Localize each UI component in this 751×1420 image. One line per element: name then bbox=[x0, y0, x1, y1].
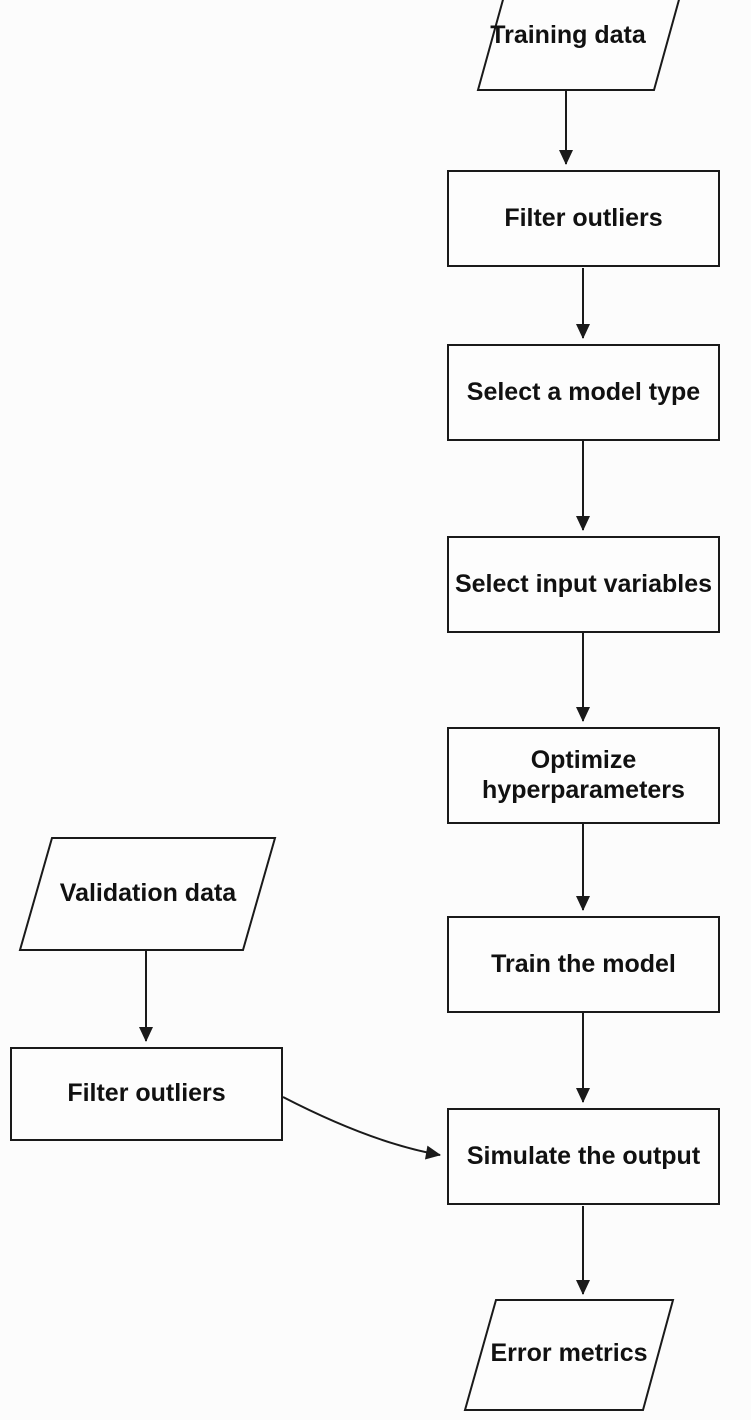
node-filter-outliers-validation: Filter outliers bbox=[10, 1047, 283, 1141]
error-metrics-parallelogram bbox=[463, 1299, 675, 1411]
node-simulate-output: Simulate the output bbox=[447, 1108, 720, 1205]
node-filter-outliers-main: Filter outliers bbox=[447, 170, 720, 267]
arrow-filter-validation-to-simulate-curved bbox=[282, 1096, 441, 1160]
node-select-model-type: Select a model type bbox=[447, 344, 720, 441]
node-select-input-variables: Select input variables bbox=[447, 536, 720, 633]
node-train-model: Train the model bbox=[447, 916, 720, 1013]
node-optimize-hyperparameters: Optimize hyperparameters bbox=[447, 727, 720, 824]
training-data-parallelogram bbox=[476, 0, 680, 91]
validation-data-parallelogram bbox=[18, 837, 277, 951]
